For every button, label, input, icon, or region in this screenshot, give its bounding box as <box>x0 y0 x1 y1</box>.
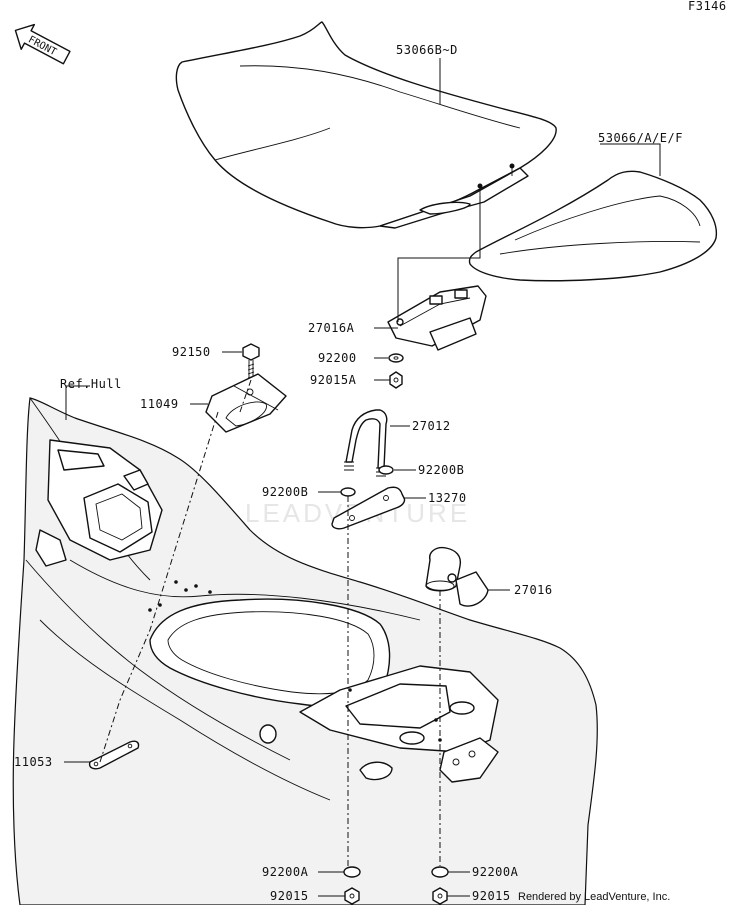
label-plate: 11049 <box>140 397 179 411</box>
label-washer-a-right: 92200A <box>472 865 519 879</box>
label-nut-top: 92015A <box>310 373 357 387</box>
label-strap: 11053 <box>14 755 53 769</box>
label-washer-b-right: 92200B <box>418 463 464 477</box>
credit-text: Rendered by LeadVenture, Inc. <box>518 891 670 903</box>
seat-hook-27016A <box>387 285 487 351</box>
front-seat <box>175 21 557 229</box>
label-ref-hull: Ref.Hull <box>60 377 122 391</box>
label-seat-front: 53066B~D <box>396 43 458 57</box>
plate-11049 <box>205 373 287 433</box>
label-washer-top: 92200 <box>318 351 357 365</box>
hull <box>12 397 598 905</box>
label-latch: 27016 <box>514 583 553 597</box>
front-arrow-icon: FRONT <box>14 23 71 65</box>
nut-92015-right <box>432 887 448 905</box>
u-bolt-27012 <box>344 409 388 477</box>
strap-11053 <box>88 740 140 770</box>
rear-seat <box>468 170 718 282</box>
label-u-bolt: 27012 <box>412 419 451 433</box>
latch-27016 <box>425 546 489 607</box>
assembly-line-plate <box>99 411 219 763</box>
bolt-92150 <box>242 343 260 380</box>
washer-92200B-right <box>378 465 394 475</box>
pad-13270 <box>331 486 406 530</box>
label-seat-rear: 53066/A/E/F <box>598 131 683 145</box>
label-pad: 13270 <box>428 491 467 505</box>
label-washer-b-left: 92200B <box>262 485 308 499</box>
nut-92015A <box>389 371 403 389</box>
diagram-code: F3146 <box>688 0 727 13</box>
assembly-line-bolt <box>239 379 252 413</box>
washer-92200 <box>388 353 404 363</box>
washer-92200A-left <box>343 866 361 878</box>
washer-92200B-left <box>340 487 356 497</box>
label-nut-right: 92015 <box>472 889 511 903</box>
nut-92015-left <box>344 887 360 905</box>
label-bolt: 92150 <box>172 345 211 359</box>
label-nut-left: 92015 <box>270 889 309 903</box>
washer-92200A-right <box>431 866 449 878</box>
label-washer-a-left: 92200A <box>262 865 309 879</box>
label-hook: 27016A <box>308 321 355 335</box>
